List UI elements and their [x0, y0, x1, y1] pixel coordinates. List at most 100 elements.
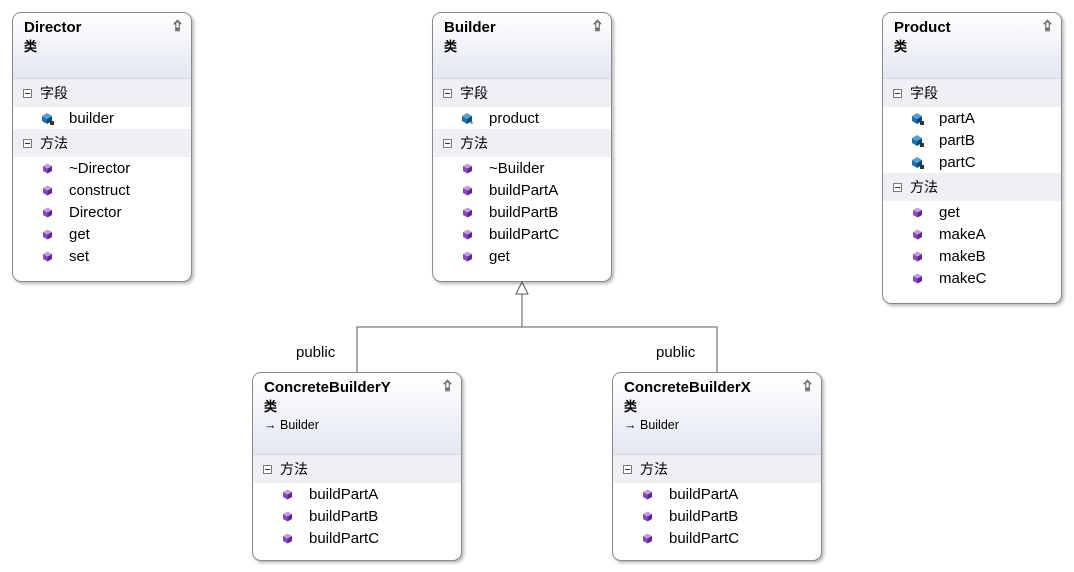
method-row[interactable]: construct: [13, 179, 191, 201]
base-class-line: → Builder: [624, 416, 821, 434]
class-box-builder[interactable]: Builder 类 ⮸ 字段 * product 方法 ~Builder bui…: [432, 12, 612, 282]
class-box-concrete-builder-x[interactable]: ConcreteBuilderX 类 → Builder ⮸ 方法 buildP…: [612, 372, 822, 561]
class-header[interactable]: Product 类 ⮸: [883, 13, 1061, 79]
class-kind: 类: [894, 39, 908, 54]
method-row[interactable]: buildPartC: [433, 223, 611, 245]
method-row[interactable]: buildPartC: [613, 527, 821, 549]
minus-box-icon[interactable]: [893, 182, 902, 192]
method-row[interactable]: buildPartB: [433, 201, 611, 223]
section-label: 字段: [40, 85, 68, 101]
minus-box-icon[interactable]: [23, 88, 32, 98]
minus-box-icon[interactable]: [23, 138, 32, 148]
class-header[interactable]: Director 类 ⮸: [13, 13, 191, 79]
section-methods[interactable]: 方法: [433, 129, 611, 157]
method-icon: [43, 207, 52, 217]
field-row[interactable]: builder: [13, 107, 191, 129]
section-label: 方法: [40, 135, 68, 151]
minus-box-icon[interactable]: [263, 464, 272, 474]
method-row[interactable]: set: [13, 245, 191, 267]
method-icon: [463, 207, 472, 217]
double-chevron-up-icon[interactable]: ⮸: [802, 378, 812, 394]
method-icon: [463, 251, 472, 261]
method-row[interactable]: buildPartA: [433, 179, 611, 201]
connector-line: [356, 326, 718, 372]
method-icon: [643, 533, 652, 543]
method-icon: [643, 489, 652, 499]
method-name: buildPartA: [489, 181, 559, 199]
method-icon: [283, 533, 292, 543]
field-row[interactable]: partB: [883, 129, 1061, 151]
field-icon: [912, 134, 924, 147]
section-methods[interactable]: 方法: [883, 173, 1061, 201]
class-kind: 类: [24, 39, 38, 54]
class-name: Builder: [444, 19, 496, 36]
field-row[interactable]: * product: [433, 107, 611, 129]
field-icon: [42, 112, 54, 125]
inherit-arrow-icon: →: [264, 418, 277, 432]
method-name: get: [489, 247, 510, 265]
method-name: buildPartB: [489, 203, 559, 221]
method-name: makeA: [939, 225, 986, 243]
minus-box-icon[interactable]: [893, 88, 902, 98]
method-row[interactable]: get: [883, 201, 1061, 223]
section-methods[interactable]: 方法: [13, 129, 191, 157]
method-icon: [913, 229, 922, 239]
method-row[interactable]: buildPartC: [253, 527, 461, 549]
class-box-product[interactable]: Product 类 ⮸ 字段 partA partB partC 方法 get …: [882, 12, 1062, 304]
method-row[interactable]: buildPartB: [253, 505, 461, 527]
minus-box-icon[interactable]: [443, 138, 452, 148]
method-row[interactable]: makeC: [883, 267, 1061, 289]
method-row[interactable]: ~Builder: [433, 157, 611, 179]
class-box-concrete-builder-y[interactable]: ConcreteBuilderY 类 → Builder ⮸ 方法 buildP…: [252, 372, 462, 561]
method-icon: [463, 163, 472, 173]
double-chevron-up-icon[interactable]: ⮸: [1042, 18, 1052, 34]
field-row[interactable]: partC: [883, 151, 1061, 173]
section-label: 字段: [910, 85, 938, 101]
class-kind: 类: [444, 39, 458, 54]
method-name: makeC: [939, 269, 987, 287]
double-chevron-up-icon[interactable]: ⮸: [442, 378, 452, 394]
method-row[interactable]: get: [13, 223, 191, 245]
method-icon: [913, 207, 922, 217]
method-row[interactable]: Director: [13, 201, 191, 223]
method-row[interactable]: buildPartA: [613, 483, 821, 505]
class-box-director[interactable]: Director 类 ⮸ 字段 builder 方法 ~Director con…: [12, 12, 192, 282]
method-name: buildPartB: [309, 507, 379, 525]
method-row[interactable]: get: [433, 245, 611, 267]
method-name: buildPartC: [489, 225, 560, 243]
method-name: buildPartB: [669, 507, 739, 525]
section-fields[interactable]: 字段: [433, 79, 611, 107]
base-class-name: Builder: [639, 418, 679, 432]
method-row[interactable]: buildPartB: [613, 505, 821, 527]
method-row[interactable]: ~Director: [13, 157, 191, 179]
section-fields[interactable]: 字段: [13, 79, 191, 107]
method-name: buildPartA: [309, 485, 379, 503]
field-icon: *: [462, 112, 474, 126]
base-class-name: Builder: [279, 418, 319, 432]
method-icon: [643, 511, 652, 521]
double-chevron-up-icon[interactable]: ⮸: [592, 18, 602, 34]
section-label: 方法: [640, 461, 668, 477]
class-header[interactable]: ConcreteBuilderX 类 → Builder ⮸: [613, 373, 821, 455]
section-methods[interactable]: 方法: [613, 455, 821, 483]
method-name: get: [69, 225, 90, 243]
field-name: partC: [939, 153, 976, 171]
section-fields[interactable]: 字段: [883, 79, 1061, 107]
class-header[interactable]: ConcreteBuilderY 类 → Builder ⮸: [253, 373, 461, 455]
method-name: construct: [69, 181, 130, 199]
generalization-arrowhead: [515, 280, 529, 295]
field-row[interactable]: partA: [883, 107, 1061, 129]
class-header[interactable]: Builder 类 ⮸: [433, 13, 611, 79]
minus-box-icon[interactable]: [623, 464, 632, 474]
method-row[interactable]: makeA: [883, 223, 1061, 245]
method-icon: [913, 273, 922, 283]
section-methods[interactable]: 方法: [253, 455, 461, 483]
method-row[interactable]: makeB: [883, 245, 1061, 267]
section-label: 方法: [910, 179, 938, 195]
section-label: 字段: [460, 85, 488, 101]
method-row[interactable]: buildPartA: [253, 483, 461, 505]
double-chevron-up-icon[interactable]: ⮸: [172, 18, 182, 34]
method-name: Director: [69, 203, 122, 221]
minus-box-icon[interactable]: [443, 88, 452, 98]
